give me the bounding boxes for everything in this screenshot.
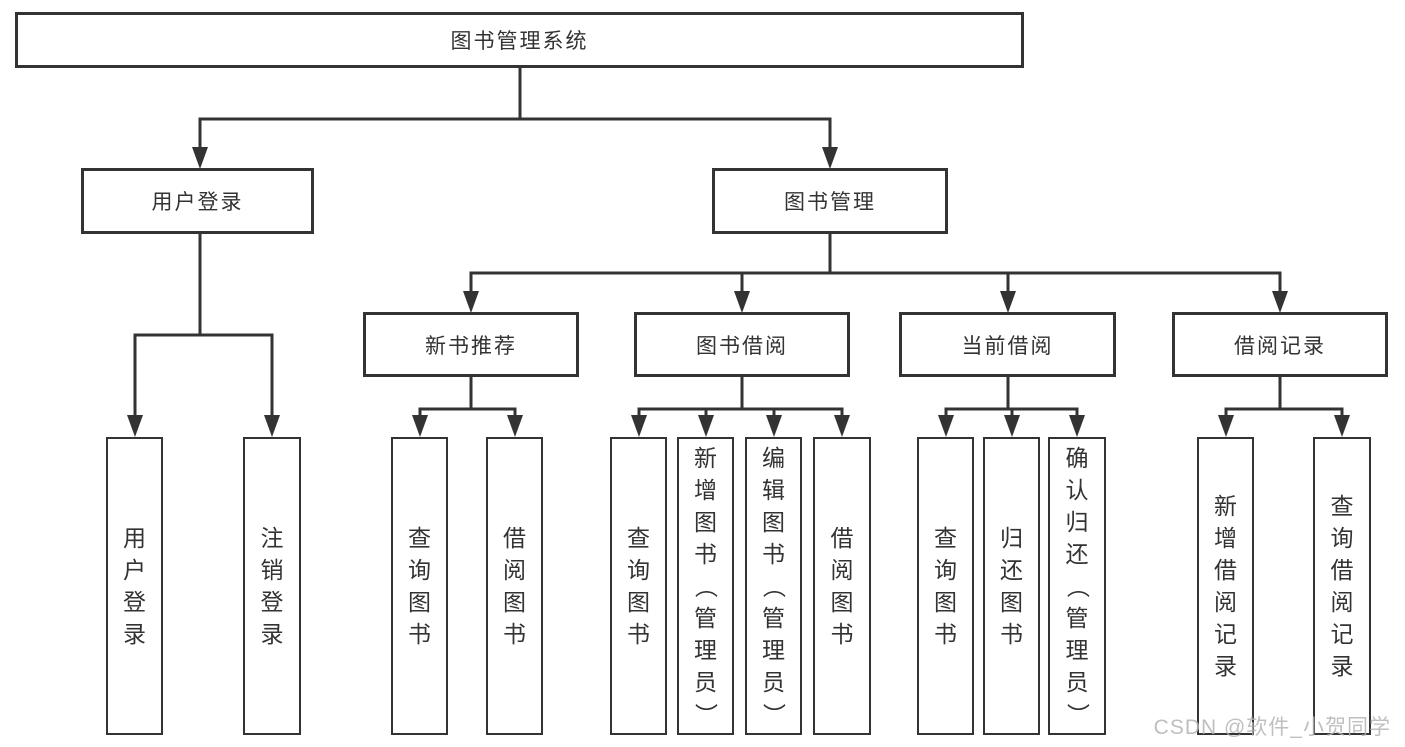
node-current-borrow-label: 当前借阅 bbox=[961, 334, 1054, 358]
node-root: 图书管理系统 bbox=[15, 12, 1024, 68]
node-user-login-label: 用户登录 bbox=[151, 191, 244, 214]
edge-book-borrow-to-leaves bbox=[637, 375, 844, 418]
leaf-user-login-label: 用户登录 bbox=[123, 524, 146, 647]
arrow-down-icon bbox=[1004, 415, 1020, 437]
leaf-edit-book-admin: 编辑图书（管理员） bbox=[745, 437, 802, 735]
node-book-management: 图书管理 bbox=[712, 168, 948, 234]
node-new-book-recommend: 新书推荐 bbox=[363, 312, 579, 377]
leaf-borrow-book-recommend-label: 借阅图书 bbox=[503, 524, 526, 647]
edge-root-to-level2 bbox=[198, 66, 832, 152]
edge-current-borrow-to-leaves bbox=[944, 375, 1079, 418]
arrow-down-icon bbox=[834, 415, 850, 437]
leaf-confirm-return-admin: 确认归还（管理员） bbox=[1048, 437, 1106, 735]
leaf-add-borrow-record: 新增借阅记录 bbox=[1197, 437, 1254, 735]
node-book-borrow: 图书借阅 bbox=[634, 312, 850, 377]
arrow-down-icon bbox=[192, 147, 208, 169]
arrow-down-icon bbox=[463, 291, 479, 313]
edge-borrow-records-to-leaves bbox=[1224, 375, 1344, 418]
node-borrow-records: 借阅记录 bbox=[1172, 312, 1388, 377]
edge-user-login-to-leaves bbox=[133, 232, 274, 418]
arrow-down-icon bbox=[264, 415, 280, 437]
leaf-logout-label: 注销登录 bbox=[260, 524, 284, 647]
arrow-down-icon bbox=[698, 415, 714, 437]
leaf-query-book-borrow: 查询图书 bbox=[610, 437, 667, 735]
arrow-down-icon bbox=[631, 415, 647, 437]
leaf-add-book-admin: 新增图书（管理员） bbox=[677, 437, 734, 735]
leaf-query-borrow-record: 查询借阅记录 bbox=[1313, 437, 1371, 735]
edge-new-book-recommend-to-leaves bbox=[418, 375, 517, 418]
arrow-down-icon bbox=[1334, 415, 1350, 437]
leaf-borrow-book: 借阅图书 bbox=[813, 437, 871, 735]
leaf-query-book-current-label: 查询图书 bbox=[934, 524, 957, 647]
leaf-query-book-current: 查询图书 bbox=[917, 437, 974, 735]
csdn-watermark: CSDN @软件_小贺同学 bbox=[1153, 716, 1391, 739]
node-current-borrow: 当前借阅 bbox=[899, 312, 1116, 377]
node-new-book-recommend-label: 新书推荐 bbox=[425, 334, 517, 358]
node-book-management-label: 图书管理 bbox=[784, 191, 876, 214]
leaf-borrow-book-recommend: 借阅图书 bbox=[486, 437, 543, 735]
arrow-down-icon bbox=[734, 291, 750, 313]
node-root-label: 图书管理系统 bbox=[450, 30, 589, 53]
arrow-down-icon bbox=[766, 415, 782, 437]
arrow-down-icon bbox=[822, 147, 838, 169]
arrow-down-icon bbox=[1000, 291, 1016, 313]
arrow-down-icon bbox=[938, 415, 954, 437]
node-book-borrow-label: 图书借阅 bbox=[696, 334, 788, 358]
leaf-query-borrow-record-label: 查询借阅记录 bbox=[1330, 492, 1354, 679]
arrow-down-icon bbox=[127, 415, 143, 437]
leaf-return-book: 归还图书 bbox=[983, 437, 1040, 735]
arrow-down-icon bbox=[1272, 291, 1288, 313]
arrow-down-icon bbox=[1218, 415, 1234, 437]
leaf-add-borrow-record-label: 新增借阅记录 bbox=[1214, 492, 1237, 679]
leaf-confirm-return-admin-label: 确认归还（管理员） bbox=[1064, 444, 1091, 726]
leaf-user-login: 用户登录 bbox=[106, 437, 163, 735]
leaf-return-book-label: 归还图书 bbox=[1000, 524, 1023, 647]
node-borrow-records-label: 借阅记录 bbox=[1234, 334, 1326, 358]
node-user-login: 用户登录 bbox=[81, 168, 314, 234]
leaf-borrow-book-label: 借阅图书 bbox=[830, 524, 854, 647]
arrow-down-icon bbox=[507, 415, 523, 437]
leaf-query-book-recommend: 查询图书 bbox=[391, 437, 448, 735]
arrow-down-icon bbox=[412, 415, 428, 437]
arrow-down-icon bbox=[1069, 415, 1085, 437]
arrowheads bbox=[127, 147, 1350, 437]
leaf-logout: 注销登录 bbox=[243, 437, 301, 735]
leaf-edit-book-admin-label: 编辑图书（管理员） bbox=[761, 444, 787, 726]
leaf-add-book-admin-label: 新增图书（管理员） bbox=[693, 444, 719, 726]
leaf-query-book-recommend-label: 查询图书 bbox=[408, 524, 431, 647]
edge-book-management-to-level3 bbox=[469, 232, 1282, 296]
leaf-query-book-borrow-label: 查询图书 bbox=[627, 524, 650, 647]
